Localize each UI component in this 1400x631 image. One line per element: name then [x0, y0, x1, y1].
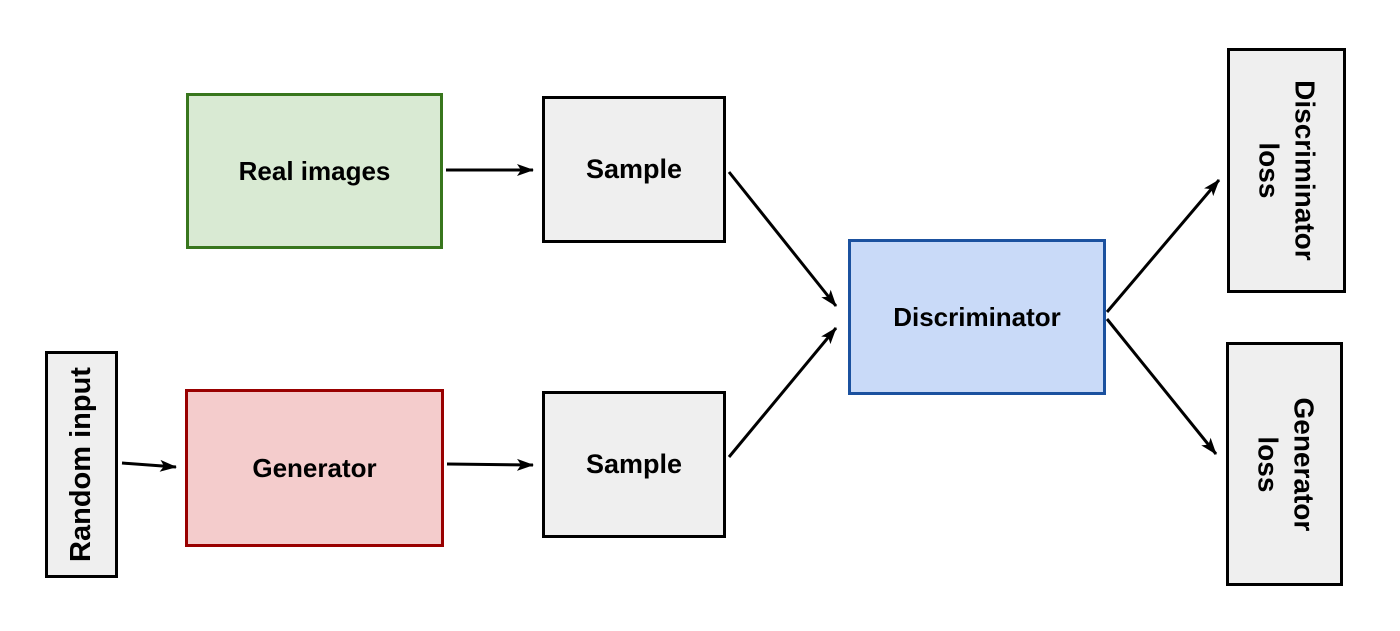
node-sample-top: Sample: [542, 96, 726, 243]
node-random-input-label: Random input: [65, 367, 98, 562]
node-real-images-label: Real images: [238, 155, 391, 186]
node-sample-bottom: Sample: [542, 391, 726, 538]
arrow-discriminator-to-discriminator-loss: [1105, 179, 1221, 313]
node-discriminator-loss: Discriminator loss: [1227, 48, 1346, 293]
node-discriminator-loss-label: Discriminator loss: [1253, 80, 1321, 261]
node-generator-label: Generator: [252, 452, 377, 483]
arrow-random-input-to-generator: [121, 459, 177, 472]
node-generator-loss-label: Generator loss: [1251, 397, 1319, 531]
arrow-sample-to-discriminator-upper: [727, 171, 838, 307]
node-random-input: Random input: [45, 351, 118, 578]
node-discriminator: Discriminator: [848, 239, 1106, 395]
node-generator-loss: Generator loss: [1226, 342, 1343, 586]
arrow-sample-to-discriminator-lower: [727, 327, 838, 458]
node-sample-bottom-label: Sample: [585, 449, 683, 479]
arrow-generator-to-sample: [446, 458, 534, 471]
node-real-images: Real images: [186, 93, 443, 249]
node-generator: Generator: [185, 389, 444, 547]
arrow-discriminator-to-generator-loss: [1105, 318, 1218, 455]
node-sample-top-label: Sample: [585, 154, 683, 184]
node-discriminator-label: Discriminator: [893, 301, 1061, 332]
